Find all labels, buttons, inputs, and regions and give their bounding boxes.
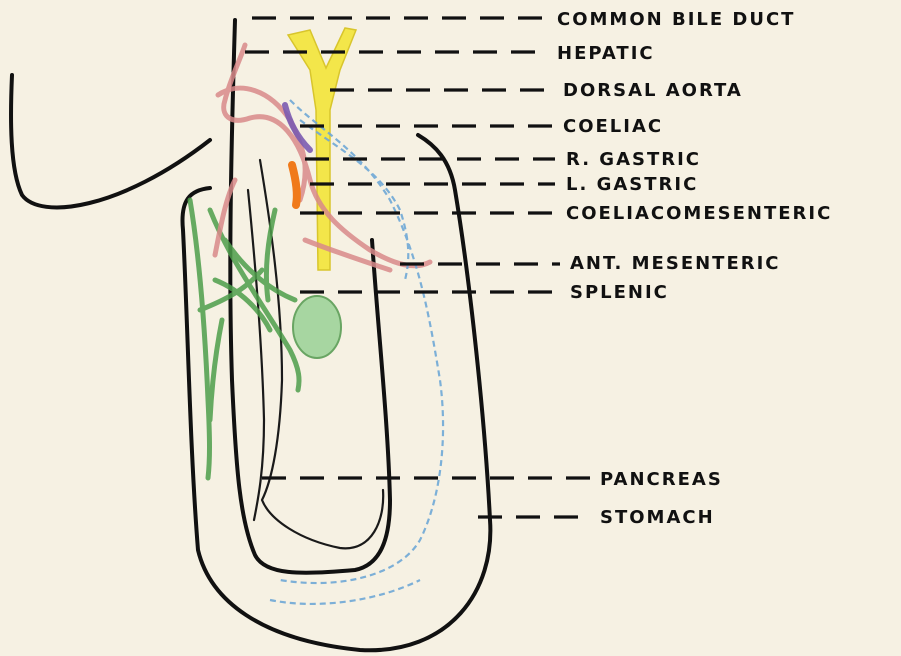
labels: COMMON BILE DUCT HEPATIC DORSAL AORTA CO… [557,9,832,528]
label-l-gastric: L. GASTRIC [566,174,698,195]
label-hepatic: HEPATIC [557,43,655,64]
label-coeliacomesenteric: COELIACOMESENTERIC [566,203,832,224]
spleen [293,296,341,358]
label-pancreas: PANCREAS [600,469,723,490]
stomach-fold-2 [248,190,264,520]
body-outline [11,75,210,207]
label-ant-mesenteric: ANT. MESENTERIC [570,253,781,274]
label-coeliac: COELIAC [563,116,663,137]
label-common-bile-duct: COMMON BILE DUCT [557,9,795,30]
label-splenic: SPLENIC [570,282,669,303]
l-gastric-branch [292,165,297,205]
label-r-gastric: R. GASTRIC [566,149,701,170]
label-stomach: STOMACH [600,507,715,528]
label-dorsal-aorta: DORSAL AORTA [563,80,743,101]
pancreas-shape [190,200,299,478]
